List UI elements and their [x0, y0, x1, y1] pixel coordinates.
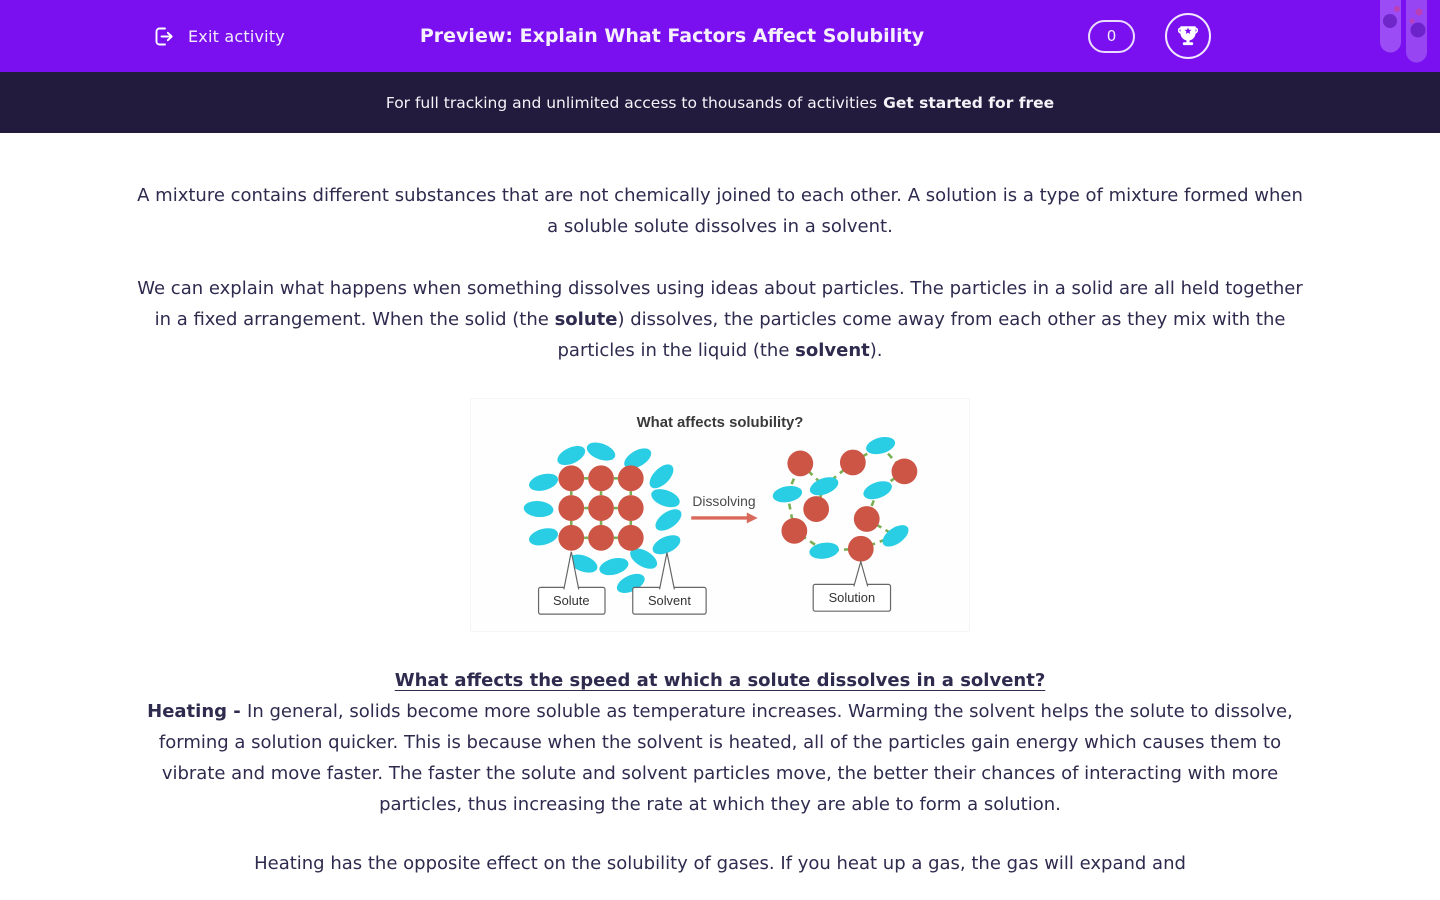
solution-cluster	[772, 437, 918, 562]
dissolving-arrow: Dissolving	[691, 493, 758, 524]
promo-cta-link[interactable]: Get started for free	[883, 93, 1055, 112]
trophy-button[interactable]	[1165, 13, 1211, 59]
score-badge: 0	[1088, 19, 1135, 53]
diagram-title: What affects solubility?	[637, 415, 804, 431]
text-segment: We can explain what happens when somethi…	[137, 278, 1303, 330]
section-heading: What affects the speed at which a solute…	[394, 670, 1046, 691]
header-actions: 0	[1088, 0, 1211, 72]
solution-label-box: Solution	[812, 559, 892, 612]
promo-text: For full tracking and unlimited access t…	[385, 93, 878, 112]
text-segment: ) dissolves, the particles come away fro…	[557, 309, 1286, 361]
trophy-icon	[1175, 23, 1201, 49]
solvent-label-box: Solvent	[632, 552, 707, 615]
gases-paragraph: Heating has the opposite effect on the s…	[254, 853, 1186, 874]
exit-activity-button[interactable]: Exit activity	[150, 0, 285, 72]
app-header: Exit activity Preview: Explain What Fact…	[0, 0, 1440, 72]
activity-content: A mixture contains different substances …	[135, 180, 1305, 879]
heating-paragraph: Heating - In general, solids become more…	[135, 696, 1305, 820]
solvent-particles	[523, 442, 682, 593]
arrow-label: Dissolving	[692, 493, 755, 509]
text-segment: In general, solids become more soluble a…	[158, 701, 1293, 815]
solute-label: Solute	[553, 593, 590, 608]
test-tubes-decoration	[1366, 0, 1432, 74]
solvent-label: Solvent	[648, 593, 691, 608]
solute-lattice-bonds	[569, 477, 633, 540]
exit-activity-label: Exit activity	[188, 26, 285, 46]
solute-term: solute	[554, 309, 618, 330]
score-value: 0	[1106, 27, 1117, 45]
text-segment: ).	[869, 340, 883, 361]
promo-banner: For full tracking and unlimited access t…	[0, 72, 1440, 133]
solvent-term: solvent	[795, 340, 870, 361]
solution-label: Solution	[829, 590, 876, 605]
intro-paragraph-1: A mixture contains different substances …	[137, 185, 1303, 237]
solute-label-box: Solute	[537, 551, 606, 615]
logout-icon	[150, 23, 177, 50]
heating-term: Heating -	[147, 701, 248, 722]
solubility-diagram: What affects solubility?	[135, 398, 1305, 632]
page-title: Preview: Explain What Factors Affect Sol…	[419, 25, 925, 47]
intro-paragraph-2: We can explain what happens when somethi…	[135, 273, 1305, 366]
solute-lattice	[558, 465, 644, 551]
